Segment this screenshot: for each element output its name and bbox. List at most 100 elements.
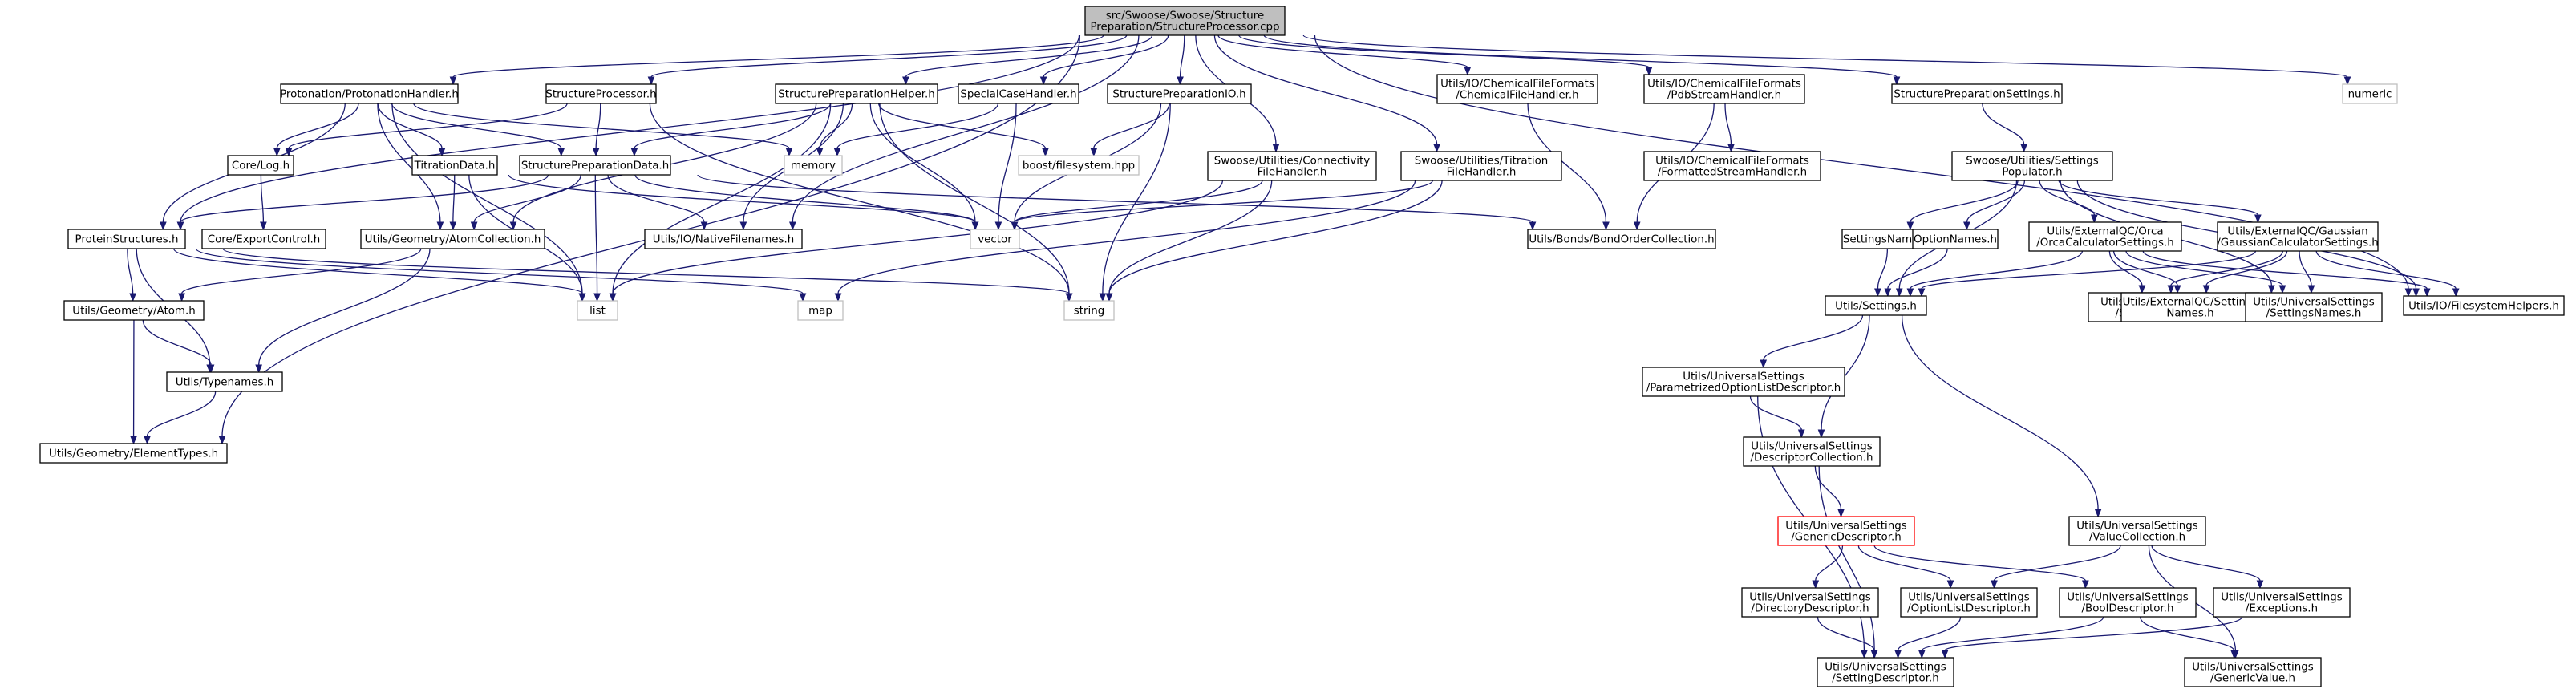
node-boolDescriptor[interactable]: Utils/UniversalSettings/BoolDescriptor.h [2059, 587, 2197, 618]
node-string[interactable]: string [1063, 300, 1115, 321]
node-parametrizedOptionList[interactable]: Utils/UniversalSettings/ParametrizedOpti… [1642, 367, 1845, 397]
node-label: StructureProcessor.h [545, 89, 656, 101]
node-structurePreparationSettings[interactable]: StructurePreparationSettings.h [1891, 83, 2063, 104]
node-coreLog[interactable]: Core/Log.h [227, 155, 294, 176]
node-connectivityFileHandler[interactable]: Swoose/Utilities/ConnectivityFileHandler… [1207, 151, 1377, 181]
node-optionNames[interactable]: OptionNames.h [1912, 229, 1999, 249]
edge-line [288, 103, 568, 149]
node-exceptions[interactable]: Utils/UniversalSettings/Exceptions.h [2213, 587, 2351, 618]
node-box [63, 300, 205, 321]
node-box [227, 155, 294, 176]
edge-line [1897, 616, 1962, 651]
node-structureProcessor[interactable]: StructureProcessor.h [545, 83, 657, 104]
node-box [1900, 587, 2038, 618]
node-chemicalFileHandler[interactable]: Utils/IO/ChemicalFileFormats/ChemicalFil… [1436, 74, 1598, 104]
edge-structurePreparationData-to-vector [634, 174, 979, 231]
node-label: Utils/Geometry/Atom.h [72, 306, 195, 318]
edge-boolDescriptor-to-genericValue [2139, 616, 2238, 659]
edge-genericDescriptor-to-boolDescriptor [1873, 545, 2089, 590]
node-atomCollection[interactable]: Utils/Geometry/AtomCollection.h [360, 229, 545, 249]
node-memory[interactable]: memory [784, 155, 843, 176]
edge-arrowhead [647, 76, 655, 86]
edge-line [819, 103, 853, 149]
edge-protonationHandler-to-titrationData [377, 103, 446, 157]
node-atom[interactable]: Utils/Geometry/Atom.h [63, 300, 205, 321]
node-utilsSettings[interactable]: Utils/Settings.h [1825, 295, 1927, 316]
edge-arrowhead [2268, 285, 2275, 294]
edge-arrowhead [1011, 221, 1019, 231]
node-numeric[interactable]: numeric [2342, 83, 2398, 104]
edge-line [649, 103, 1070, 294]
edge-root-to-structurePreparationHelper [902, 34, 1153, 86]
node-box [201, 229, 326, 249]
edge-arrowhead [1906, 288, 1914, 298]
node-map[interactable]: map [797, 300, 844, 321]
node-structurePreparationData[interactable]: StructurePreparationData.h [519, 155, 671, 176]
node-typenames[interactable]: Utils/Typenames.h [166, 371, 283, 392]
node-structurePreparationHelper[interactable]: StructurePreparationHelper.h [775, 83, 938, 104]
node-label: /BoolDescriptor.h [2082, 603, 2174, 615]
node-boostFilesystem[interactable]: boost/filesystem.hpp [1018, 155, 1140, 176]
node-genericDescriptor[interactable]: Utils/UniversalSettings/GenericDescripto… [1777, 516, 1915, 546]
edge-specialCaseHandler-to-memory [833, 103, 999, 157]
edge-gaussianSettings-to-utilsSettings [1918, 250, 2257, 298]
edge-arrowhead [2094, 509, 2102, 518]
edge-arrowhead [578, 293, 586, 302]
node-settingDescriptor[interactable]: Utils/UniversalSettings/SettingDescripto… [1817, 657, 1954, 687]
node-structurePreparationIO[interactable]: StructurePreparationIO.h [1107, 83, 1252, 104]
edge-arrowhead [2412, 288, 2420, 298]
edge-valueCollection-to-exceptions [2151, 545, 2264, 590]
node-descriptorCollection[interactable]: Utils/UniversalSettings/DescriptorCollec… [1743, 436, 1881, 467]
node-vector[interactable]: vector [970, 229, 1020, 249]
node-gaussianSettings[interactable]: Utils/ExternalQC/Gaussian/GaussianCalcul… [2217, 221, 2379, 252]
node-box [1436, 74, 1598, 104]
node-pdbStreamHandler[interactable]: Utils/IO/ChemicalFileFormats/PdbStreamHa… [1643, 74, 1805, 104]
edge-line [2170, 250, 2284, 286]
node-box [67, 229, 186, 249]
node-specialCaseHandler[interactable]: SpecialCaseHandler.h [958, 83, 1079, 104]
edge-arrowhead [144, 436, 151, 445]
edge-line [1877, 248, 1889, 290]
edge-arrowhead [260, 221, 267, 231]
node-label: Utils/IO/ChemicalFileFormats [1440, 79, 1594, 91]
node-label: /OrcaCalculatorSettings.h [2036, 237, 2174, 249]
edge-arrowhead [2173, 285, 2181, 294]
node-titrationData[interactable]: TitrationData.h [411, 155, 498, 176]
edge-line [413, 103, 790, 149]
edge-arrowhead [1837, 509, 1845, 518]
node-nativeFilenames[interactable]: Utils/IO/NativeFilenames.h [644, 229, 803, 249]
node-proteinStructures[interactable]: ProteinStructures.h [67, 229, 186, 249]
node-box [1642, 367, 1845, 397]
node-coreExportControl[interactable]: Core/ExportControl.h [201, 229, 326, 249]
node-box [1825, 295, 1927, 316]
node-filesystemHelpers[interactable]: Utils/IO/FilesystemHelpers.h [2403, 295, 2565, 316]
node-elementTypes[interactable]: Utils/Geometry/ElementTypes.h [39, 443, 228, 464]
node-protonationHandler[interactable]: Protonation/ProtonationHandler.h [280, 83, 459, 104]
node-box [1107, 83, 1252, 104]
node-universalSettingsNames[interactable]: Utils/UniversalSettings/SettingsNames.h [2245, 292, 2383, 322]
node-optionListDescriptor[interactable]: Utils/UniversalSettings/OptionListDescri… [1900, 587, 2038, 618]
edge-arrowhead [2082, 580, 2089, 590]
node-label: Names.h [2166, 308, 2213, 320]
node-root[interactable]: src/Swoose/Swoose/StructurePreparation/S… [1084, 6, 1286, 36]
node-directoryDescriptor[interactable]: Utils/UniversalSettings/DirectoryDescrip… [1741, 587, 1879, 618]
node-box [1741, 587, 1879, 618]
node-valueCollection[interactable]: Utils/UniversalSettings/ValueCollection.… [2068, 516, 2206, 546]
node-label: Utils/UniversalSettings [1751, 441, 1873, 453]
edge-arrowhead [1918, 650, 1926, 659]
edge-arrowhead [1894, 650, 1902, 659]
node-orcaSettings[interactable]: Utils/ExternalQC/Orca/OrcaCalculatorSett… [2028, 221, 2182, 252]
edge-arrowhead [2307, 285, 2315, 294]
edge-arrowhead [1090, 148, 1098, 157]
node-list[interactable]: list [577, 300, 618, 321]
node-formattedStreamHandler[interactable]: Utils/IO/ChemicalFileFormats/FormattedSt… [1643, 151, 1821, 181]
edge-arrowhead [509, 221, 517, 231]
edge-arrowhead [1272, 144, 1280, 153]
node-bondOrderCollection[interactable]: Utils/Bonds/BondOrderCollection.h [1527, 229, 1716, 249]
node-genericValue[interactable]: Utils/UniversalSettings/GenericValue.h [2184, 657, 2322, 687]
node-externalQCSettingsNames[interactable]: Utils/ExternalQC/SettingsNames.h [2120, 292, 2260, 322]
node-label: /ValueCollection.h [2089, 532, 2185, 544]
